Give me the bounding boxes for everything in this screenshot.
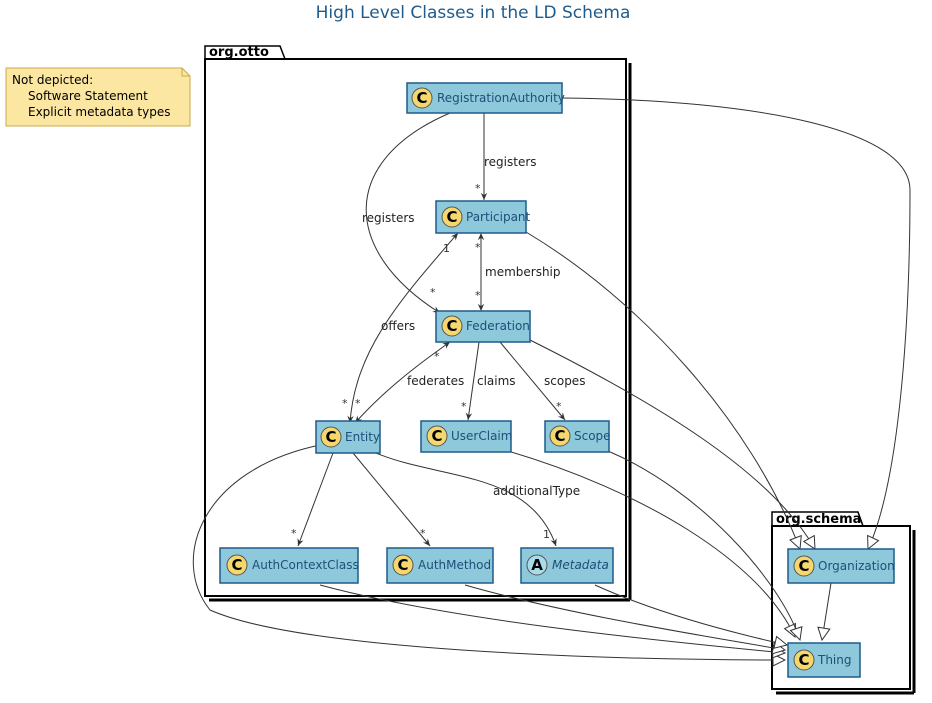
class-name: Participant [466, 210, 531, 224]
edge-label-federates: federates [407, 374, 464, 388]
multiplicity: * [434, 350, 440, 363]
stereotype-icon: C [446, 208, 457, 226]
stereotype-icon: A [531, 556, 543, 574]
class-name: Federation [466, 319, 530, 333]
stereotype-icon: C [798, 557, 809, 575]
class-participant[interactable]: C Participant [435, 200, 531, 234]
package-org-otto: org.otto [204, 45, 632, 602]
stereotype-icon: C [416, 89, 427, 107]
class-userclaim[interactable]: C UserClaim [420, 420, 512, 453]
multiplicity: 1 [443, 242, 450, 255]
edge-label-scopes: scopes [544, 374, 585, 388]
edge-label-claims: claims [477, 374, 516, 388]
note-item: Explicit metadata types [28, 105, 170, 119]
class-name: Organization [818, 559, 895, 573]
multiplicity: * [291, 527, 297, 540]
multiplicity: * [430, 286, 436, 299]
class-name: RegistrationAuthority [437, 91, 565, 105]
class-authcontextclass[interactable]: C AuthContextClass [219, 547, 359, 584]
stereotype-icon: C [231, 556, 242, 574]
multiplicity: * [475, 182, 481, 195]
stereotype-icon: C [431, 427, 442, 445]
note-item: Software Statement [28, 89, 148, 103]
multiplicity: * [342, 397, 348, 410]
class-name: Thing [817, 653, 852, 667]
multiplicity: 1 [543, 528, 550, 541]
class-name: AuthMethod [418, 558, 491, 572]
class-entity[interactable]: C Entity [315, 420, 381, 454]
multiplicities: * * * * 1 * * * * * * * 1 [291, 182, 562, 541]
multiplicity: * [355, 397, 361, 410]
note: Not depicted: Software Statement Explici… [5, 67, 191, 127]
class-authmethod[interactable]: C AuthMethod [386, 547, 494, 584]
class-name: UserClaim [451, 429, 512, 443]
package-label: org.otto [209, 45, 269, 60]
edge-label-registers: registers [484, 155, 537, 169]
class-organization[interactable]: C Organization [787, 548, 895, 584]
stereotype-icon: C [798, 651, 809, 669]
class-name: Entity [345, 430, 380, 444]
class-federation[interactable]: C Federation [435, 310, 531, 343]
multiplicity: * [556, 400, 562, 413]
note-heading: Not depicted: [12, 73, 93, 87]
edge-labels: registers registers membership offers fe… [362, 155, 585, 498]
multiplicity: * [420, 527, 426, 540]
class-name: Metadata [552, 558, 609, 572]
stereotype-icon: C [446, 317, 457, 335]
class-scope[interactable]: C Scope [544, 420, 611, 453]
multiplicity: * [475, 241, 481, 254]
class-metadata[interactable]: A Metadata [520, 547, 614, 584]
edge-label-registers: registers [362, 211, 415, 225]
stereotype-icon: C [397, 556, 408, 574]
class-registrationauthority[interactable]: C RegistrationAuthority [406, 82, 565, 114]
class-name: AuthContextClass [252, 558, 359, 572]
stereotype-icon: C [554, 427, 565, 445]
multiplicity: * [461, 400, 467, 413]
multiplicity: * [475, 289, 481, 302]
edge-label-offers: offers [381, 319, 415, 333]
stereotype-icon: C [325, 428, 336, 446]
diagram-title: High Level Classes in the LD Schema [316, 3, 631, 23]
class-thing[interactable]: C Thing [787, 642, 861, 678]
class-name: Scope [574, 429, 611, 443]
package-label: org.schema [776, 512, 861, 527]
edge-label-membership: membership [485, 265, 561, 279]
edge-label-additionaltype: additionalType [493, 484, 580, 498]
edges [192, 97, 911, 660]
